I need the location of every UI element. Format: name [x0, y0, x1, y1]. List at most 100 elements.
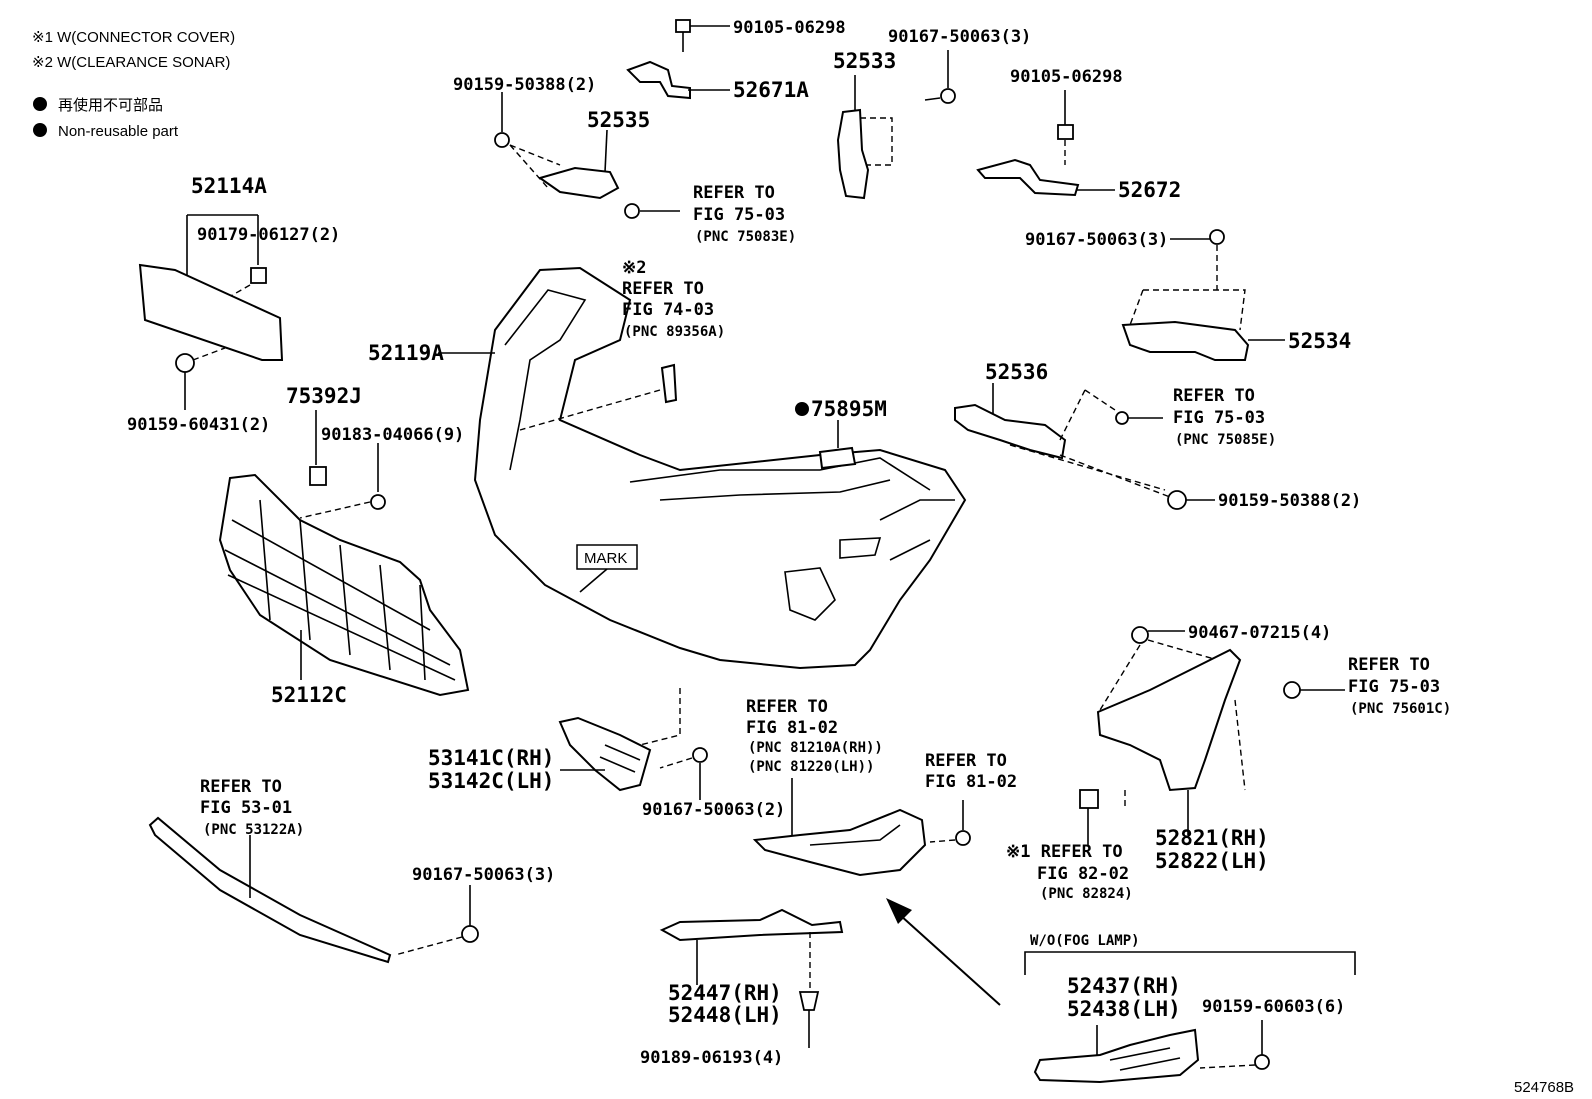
part-90159-50388-top: 90159-50388(2)	[453, 75, 596, 95]
part-52533: 52533	[833, 49, 896, 73]
bracket-52535	[537, 166, 620, 200]
refer-fig81-02-line1: REFER TO	[925, 751, 1007, 771]
cover-52437	[1033, 1028, 1200, 1084]
bracket-52536-group	[954, 383, 1215, 510]
arrow-head-icon	[886, 898, 912, 924]
part-75392J: 75392J	[286, 384, 362, 408]
refer-81210A-line4: (PNC 81220(LH))	[748, 759, 874, 775]
refer-89356A-line2: REFER TO	[622, 279, 704, 299]
part-90179-06127: 90179-06127(2)	[197, 225, 340, 245]
bolt-icon	[1283, 681, 1301, 699]
part-52672: 52672	[1118, 178, 1181, 202]
note-clearance-sonar: ※2 W(CLEARANCE SONAR)	[32, 54, 230, 71]
bracket-52536	[954, 403, 1067, 460]
cover-53141C-group	[558, 688, 708, 800]
bolt-icon	[461, 925, 479, 943]
diagram-id: 524768B	[1514, 1079, 1574, 1096]
bracket-52533-group	[836, 50, 956, 200]
strip-52447-group	[659, 908, 844, 1048]
bolt-icon	[624, 203, 640, 219]
part-90159-50388-right: 90159-50388(2)	[1218, 491, 1361, 511]
refer-75083E-line2: FIG 75-03	[693, 205, 785, 225]
bolt-icon	[692, 747, 708, 763]
bolt-icon	[494, 132, 510, 148]
nut-icon	[1131, 626, 1149, 644]
refer-75601C-line1: REFER TO	[1348, 655, 1430, 675]
bracket-52535-group	[494, 92, 680, 219]
refer-53122A-line2: FIG 53-01	[200, 798, 292, 818]
part-52671A: 52671A	[733, 78, 809, 102]
non-reusable-dot-icon	[33, 97, 47, 111]
part-90105-06298-right: 90105-06298	[1010, 67, 1123, 87]
clip-icon	[250, 267, 267, 284]
part-52438: 52438(LH)	[1067, 997, 1181, 1021]
part-90159-60431: 90159-60431(2)	[127, 415, 270, 435]
refer-75601C-line2: FIG 75-03	[1348, 677, 1440, 697]
bracket-52534-group	[1121, 229, 1285, 361]
fog-lamp-assembly	[752, 800, 971, 877]
refer-75085E-line1: REFER TO	[1173, 386, 1255, 406]
refer-81210A-line3: (PNC 81210A(RH))	[748, 740, 883, 756]
grille-52112C	[218, 473, 470, 697]
legend-en: Non-reusable part	[58, 123, 179, 140]
bolt-icon	[940, 88, 956, 104]
sonar-sensor	[660, 363, 678, 404]
part-52437: 52437(RH)	[1067, 974, 1181, 998]
non-reusable-dot-icon	[795, 402, 809, 416]
refer-81210A-line2: FIG 81-02	[746, 718, 838, 738]
nut-icon	[370, 494, 386, 510]
view-arrow-icon	[899, 914, 1001, 1006]
bolt-icon	[1209, 229, 1225, 245]
part-52448: 52448(LH)	[668, 1003, 782, 1027]
bolt-icon	[1167, 490, 1187, 510]
part-52112C: 52112C	[271, 683, 347, 707]
bracket-52114A	[138, 263, 284, 361]
cover-53141C	[558, 716, 652, 792]
refer-75085E-line3: (PNC 75085E)	[1175, 432, 1276, 448]
legend-jp: 再使用不可部品	[58, 97, 163, 114]
mark-label: MARK	[584, 550, 627, 567]
part-52821: 52821(RH)	[1155, 826, 1269, 850]
bolt-icon	[1115, 411, 1129, 425]
part-90105-06298-top: 90105-06298	[733, 18, 846, 38]
refer-82824-line3: (PNC 82824)	[1040, 886, 1133, 902]
bracket-52533	[836, 108, 870, 200]
part-52119A: 52119A	[368, 341, 444, 365]
bolt-icon	[175, 353, 195, 373]
part-52535: 52535	[587, 108, 650, 132]
cover-52437-group	[1033, 1020, 1270, 1084]
part-53142C: 53142C(LH)	[428, 769, 554, 793]
fog-lamp-group-label: W/O(FOG LAMP)	[1030, 933, 1140, 949]
connector-cover-icon	[1079, 789, 1099, 809]
fog-lamp-bracket-line	[1024, 951, 1356, 975]
clip-icon	[798, 991, 820, 1011]
refer-75083E-line3: (PNC 75083E)	[695, 229, 796, 245]
refer-82824-line1: ※1 REFER TO	[1006, 842, 1123, 862]
refer-75085E-line2: FIG 75-03	[1173, 408, 1265, 428]
part-90167-50063-lower: 90167-50063(3)	[412, 865, 555, 885]
part-52536: 52536	[985, 360, 1048, 384]
refer-82824-line2: FIG 82-02	[1037, 864, 1129, 884]
part-52447: 52447(RH)	[668, 981, 782, 1005]
clip-icon	[309, 466, 327, 486]
refer-89356A-line3: FIG 74-03	[622, 300, 714, 320]
bolt-icon	[1254, 1054, 1270, 1070]
refer-89356A-line1: ※2	[622, 258, 646, 278]
bracket-52534	[1121, 320, 1250, 361]
bracket-52114A-group	[138, 214, 284, 410]
refer-fig81-02-line2: FIG 81-02	[925, 772, 1017, 792]
bracket-52671A	[626, 60, 691, 100]
refer-53122A-line3: (PNC 53122A)	[203, 822, 304, 838]
label-75895M	[818, 446, 857, 470]
refer-89356A-line4: (PNC 89356A)	[624, 324, 725, 340]
bracket-52672-group	[976, 90, 1115, 197]
note-connector-cover: ※1 W(CONNECTOR COVER)	[32, 29, 235, 46]
bracket-52672	[976, 158, 1080, 197]
part-52822: 52822(LH)	[1155, 849, 1269, 873]
clip-75392J-group	[299, 410, 386, 519]
part-90167-50063-right: 90167-50063(3)	[1025, 230, 1168, 250]
bolt-icon	[675, 19, 691, 33]
refer-81210A-line1: REFER TO	[746, 697, 828, 717]
part-90189-06193: 90189-06193(4)	[640, 1048, 783, 1068]
refer-75601C-line3: (PNC 75601C)	[1350, 701, 1451, 717]
